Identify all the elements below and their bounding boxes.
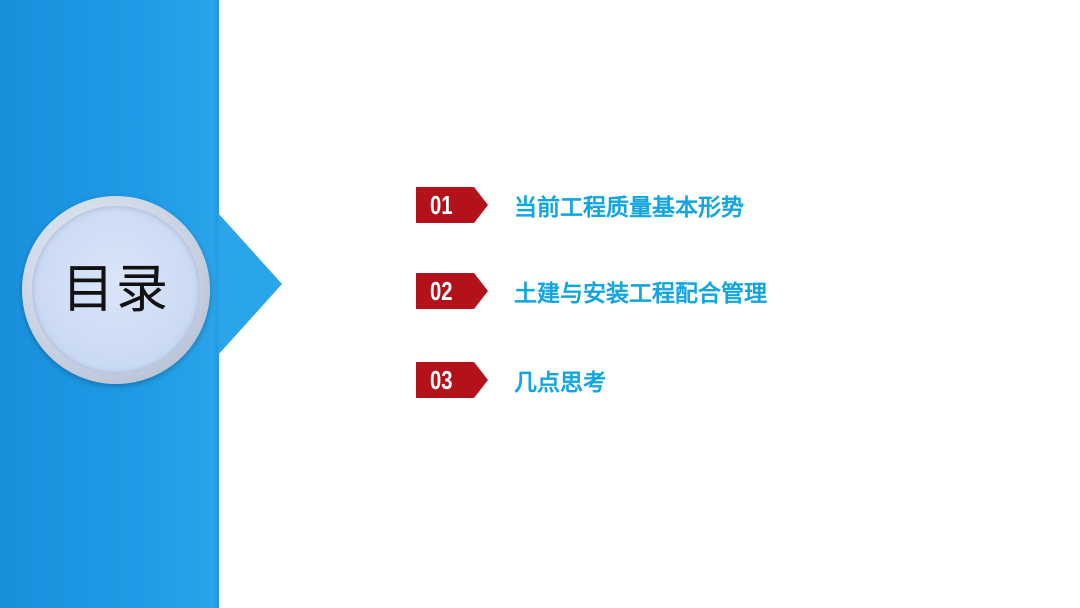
toc-title: 目录 [61,260,170,320]
toc-label: 几点思考 [514,370,606,396]
toc-number: 02 [430,275,453,306]
toc-number: 01 [430,189,453,220]
toc-label: 当前工程质量基本形势 [514,195,744,221]
panel-arrow-pointer [218,213,282,355]
title-circle: 目录 [22,196,210,384]
toc-number-badge: 02 [416,273,488,309]
title-circle-inner: 目录 [32,206,200,374]
toc-number-badge: 01 [416,187,488,223]
toc-number: 03 [430,364,453,395]
toc-item-1[interactable]: 01 当前工程质量基本形势 [416,187,744,223]
chevron-badge-icon [416,187,488,223]
chevron-badge-icon [416,362,488,398]
toc-number-badge: 03 [416,362,488,398]
toc-label: 土建与安装工程配合管理 [514,281,767,307]
toc-item-2[interactable]: 02 土建与安装工程配合管理 [416,273,767,309]
chevron-badge-icon [416,273,488,309]
panel-edge-shadow [214,0,219,608]
toc-item-3[interactable]: 03 几点思考 [416,362,606,398]
